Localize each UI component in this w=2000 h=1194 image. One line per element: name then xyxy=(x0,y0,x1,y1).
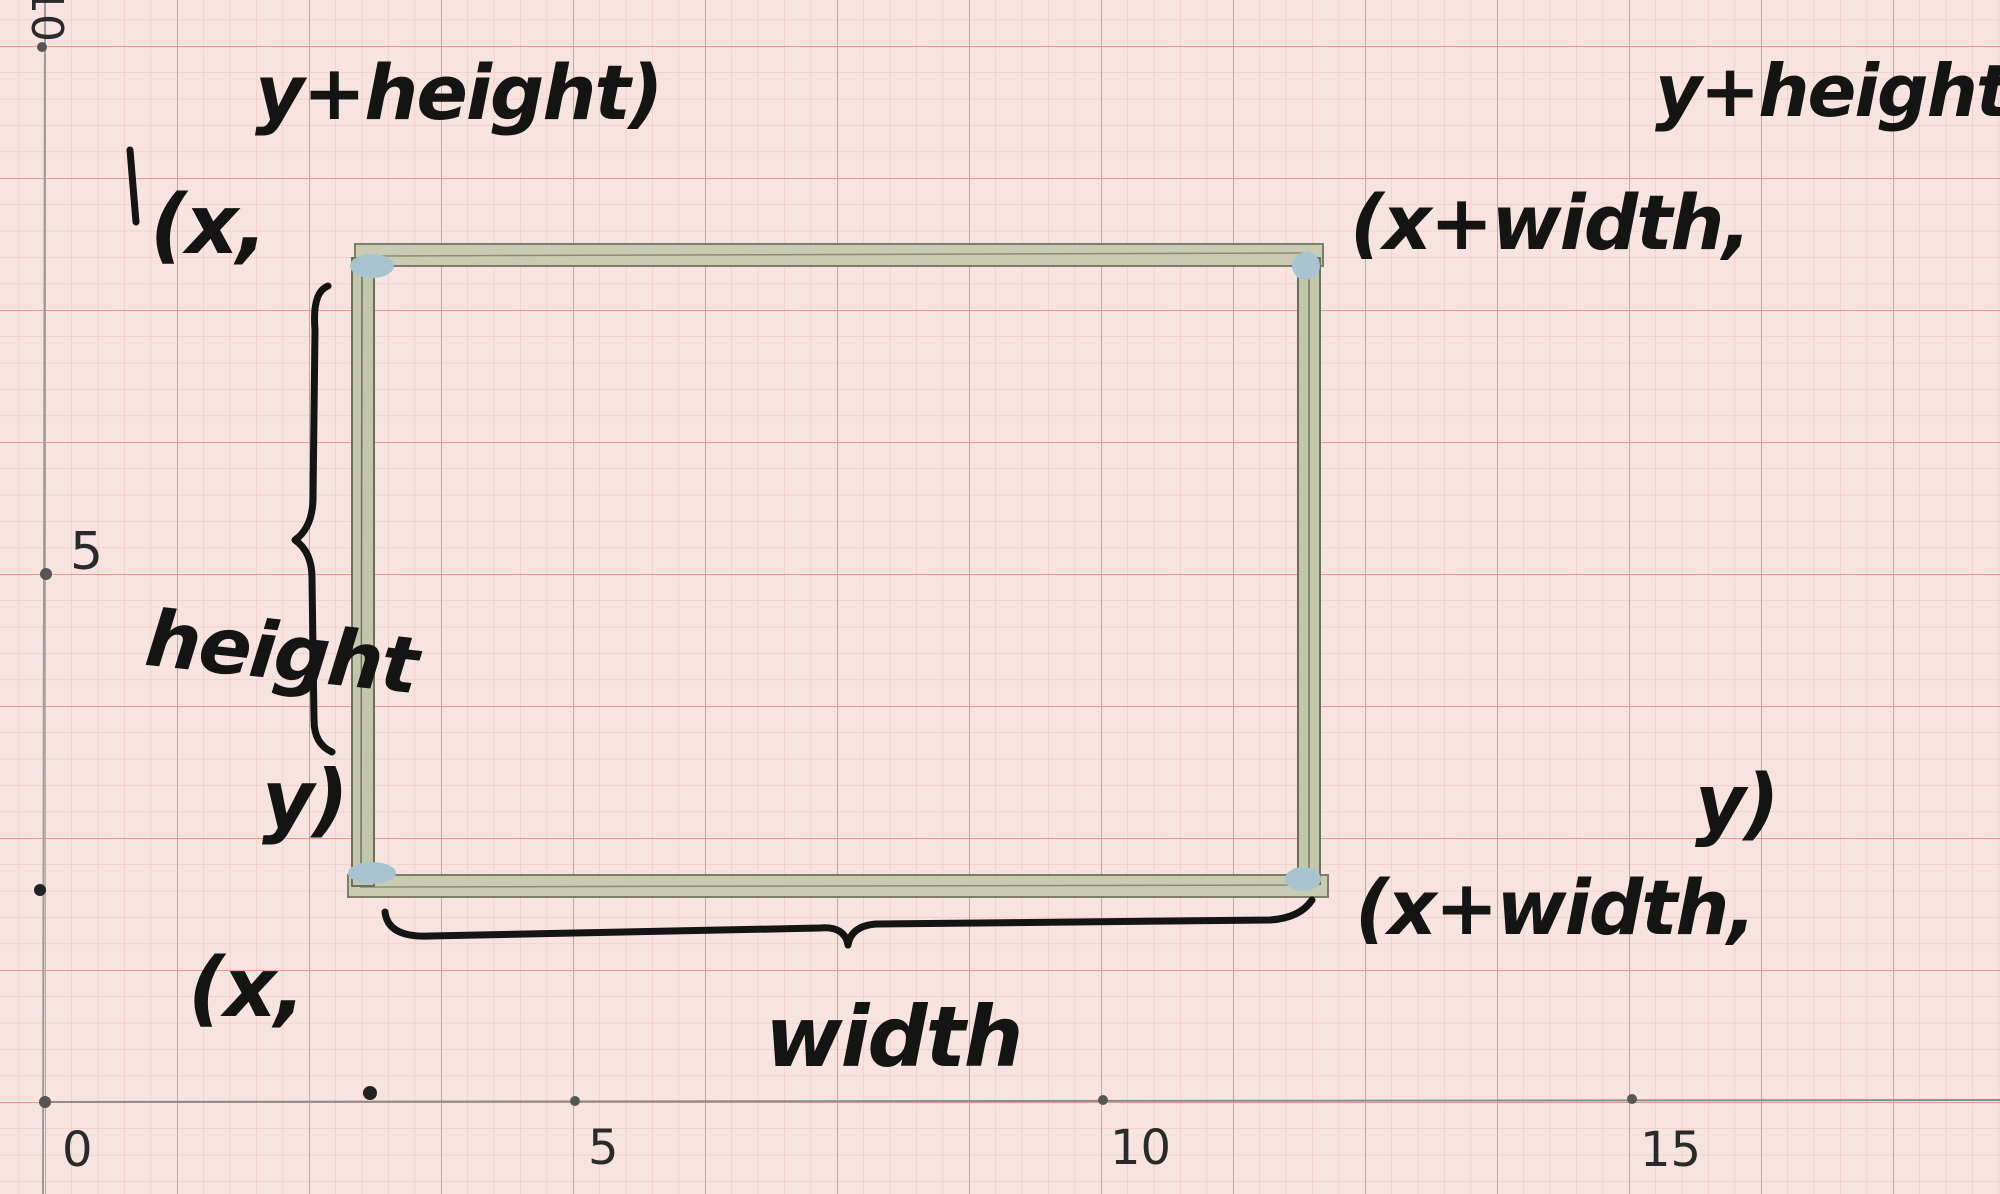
axis-tick-dots xyxy=(34,42,1637,1108)
top-right-label-y: y+height) xyxy=(1655,49,2000,133)
x-tick-label-0: 0 xyxy=(62,1122,93,1178)
stick-bottom-grain xyxy=(359,884,1316,888)
bottom-left-label-x: (x, xyxy=(188,941,306,1036)
curly-brace-vertical xyxy=(291,282,336,756)
x-tick-dot-10 xyxy=(1098,1095,1108,1105)
bottom-right-label-x: (x+width, xyxy=(1355,863,1756,952)
glue-bottom-right xyxy=(1285,867,1321,891)
stray-dot-bottom xyxy=(363,1086,377,1100)
top-left-label-y: y+height) xyxy=(255,48,663,137)
y-tick-dot-5 xyxy=(40,568,52,580)
y-tick-label-10: 10 xyxy=(21,0,72,42)
x-axis-line xyxy=(39,1099,2000,1103)
stray-dot-left xyxy=(34,884,46,896)
bottom-left-label-y: y) xyxy=(262,753,349,846)
tick-mark-top-left xyxy=(126,146,140,226)
width-label: width xyxy=(765,988,1023,1086)
glue-bottom-left xyxy=(348,862,396,884)
y-axis-line xyxy=(42,0,46,1194)
x-tick-dot-15 xyxy=(1627,1094,1637,1104)
glue-top-left xyxy=(350,254,394,278)
top-right-label-x: (x+width, xyxy=(1350,178,1751,267)
x-tick-label-10: 10 xyxy=(1110,1120,1172,1176)
y-tick-label-5: 5 xyxy=(70,522,104,582)
x-tick-label-15: 15 xyxy=(1640,1122,1702,1178)
curly-brace-horizontal xyxy=(381,896,1316,949)
bottom-right-label-y: y) xyxy=(1695,759,1779,849)
top-left-label-x: (x, xyxy=(150,178,268,273)
y-tick-dot-10 xyxy=(37,42,47,52)
glue-top-right xyxy=(1292,252,1320,280)
stick-left-grain xyxy=(360,267,363,877)
x-tick-dot-5 xyxy=(570,1096,580,1106)
stick-top-grain xyxy=(364,252,1311,257)
x-tick-label-5: 5 xyxy=(588,1120,619,1176)
stick-left xyxy=(351,257,375,887)
wooden-stick-rectangle xyxy=(347,243,1329,898)
x-tick-dot-0 xyxy=(39,1096,51,1108)
